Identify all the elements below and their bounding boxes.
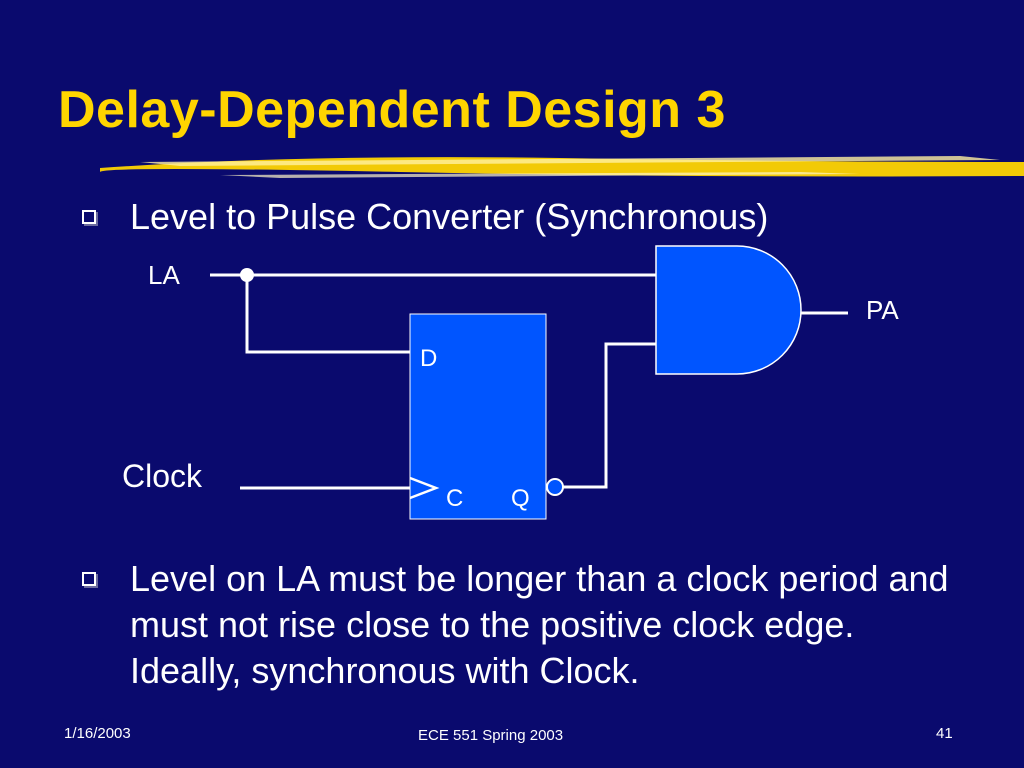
bullet-level-to-pulse: Level to Pulse Converter (Synchronous) (82, 194, 982, 240)
slide-title: Delay-Dependent Design 3 (58, 81, 726, 139)
ff-pin-d-label: D (420, 345, 437, 372)
output-pa-label: PA (866, 295, 899, 325)
square-bullet-icon (82, 210, 96, 224)
bullet-text: Level on LA must be longer than a clock … (130, 558, 949, 691)
footer-course: ECE 551 Spring 2003 (418, 727, 564, 744)
input-clock-label: Clock (122, 458, 203, 494)
ff-pin-q-label: Q (511, 485, 530, 512)
title-underline-brush (100, 156, 1024, 178)
and-gate (655, 245, 802, 375)
wire-qbar-to-and (563, 342, 658, 489)
wire-la-to-d (245, 275, 410, 354)
footer-date: 1/16/2003 (64, 725, 131, 742)
footer-page-number: 41 (936, 725, 953, 742)
input-la-label: LA (148, 260, 180, 290)
bullet-la-timing-note: Level on LA must be longer than a clock … (82, 556, 982, 696)
bullet-text: Level to Pulse Converter (Synchronous) (130, 196, 769, 237)
square-bullet-icon (82, 572, 96, 586)
inversion-bubble (546, 478, 564, 496)
d-flip-flop (409, 313, 547, 520)
ff-pin-c-label: C (446, 485, 463, 512)
clock-edge-indicator (409, 476, 440, 500)
